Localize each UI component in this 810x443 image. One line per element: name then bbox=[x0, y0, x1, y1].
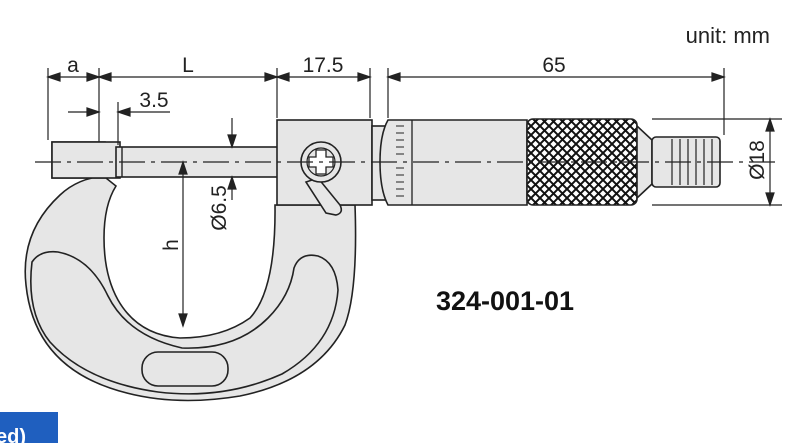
dim-h-label: h bbox=[160, 239, 183, 251]
frame-grip-pad bbox=[30, 250, 339, 395]
dim-65-label: 65 bbox=[542, 54, 565, 77]
dim-L-label: L bbox=[182, 54, 194, 77]
model-number: 324-001-01 bbox=[436, 286, 574, 316]
corner-tab-label: ed) bbox=[0, 426, 26, 443]
dimension-lines bbox=[46, 72, 775, 328]
dim-3-5-label: 3.5 bbox=[139, 89, 168, 112]
thimble bbox=[379, 119, 528, 206]
corner-tab[interactable] bbox=[0, 412, 58, 443]
lock-lever bbox=[304, 177, 343, 216]
anvil bbox=[51, 141, 121, 179]
dim-17-5-label: 17.5 bbox=[303, 54, 344, 77]
frame-name-plate bbox=[141, 351, 229, 387]
thimble-graduations bbox=[396, 125, 404, 197]
dim-sleeve-diameter-label: Ø18 bbox=[746, 140, 769, 180]
unit-label: unit: mm bbox=[686, 23, 770, 48]
dim-spindle-diameter-label: Ø6.5 bbox=[208, 185, 231, 231]
dim-a-label: a bbox=[67, 54, 79, 77]
